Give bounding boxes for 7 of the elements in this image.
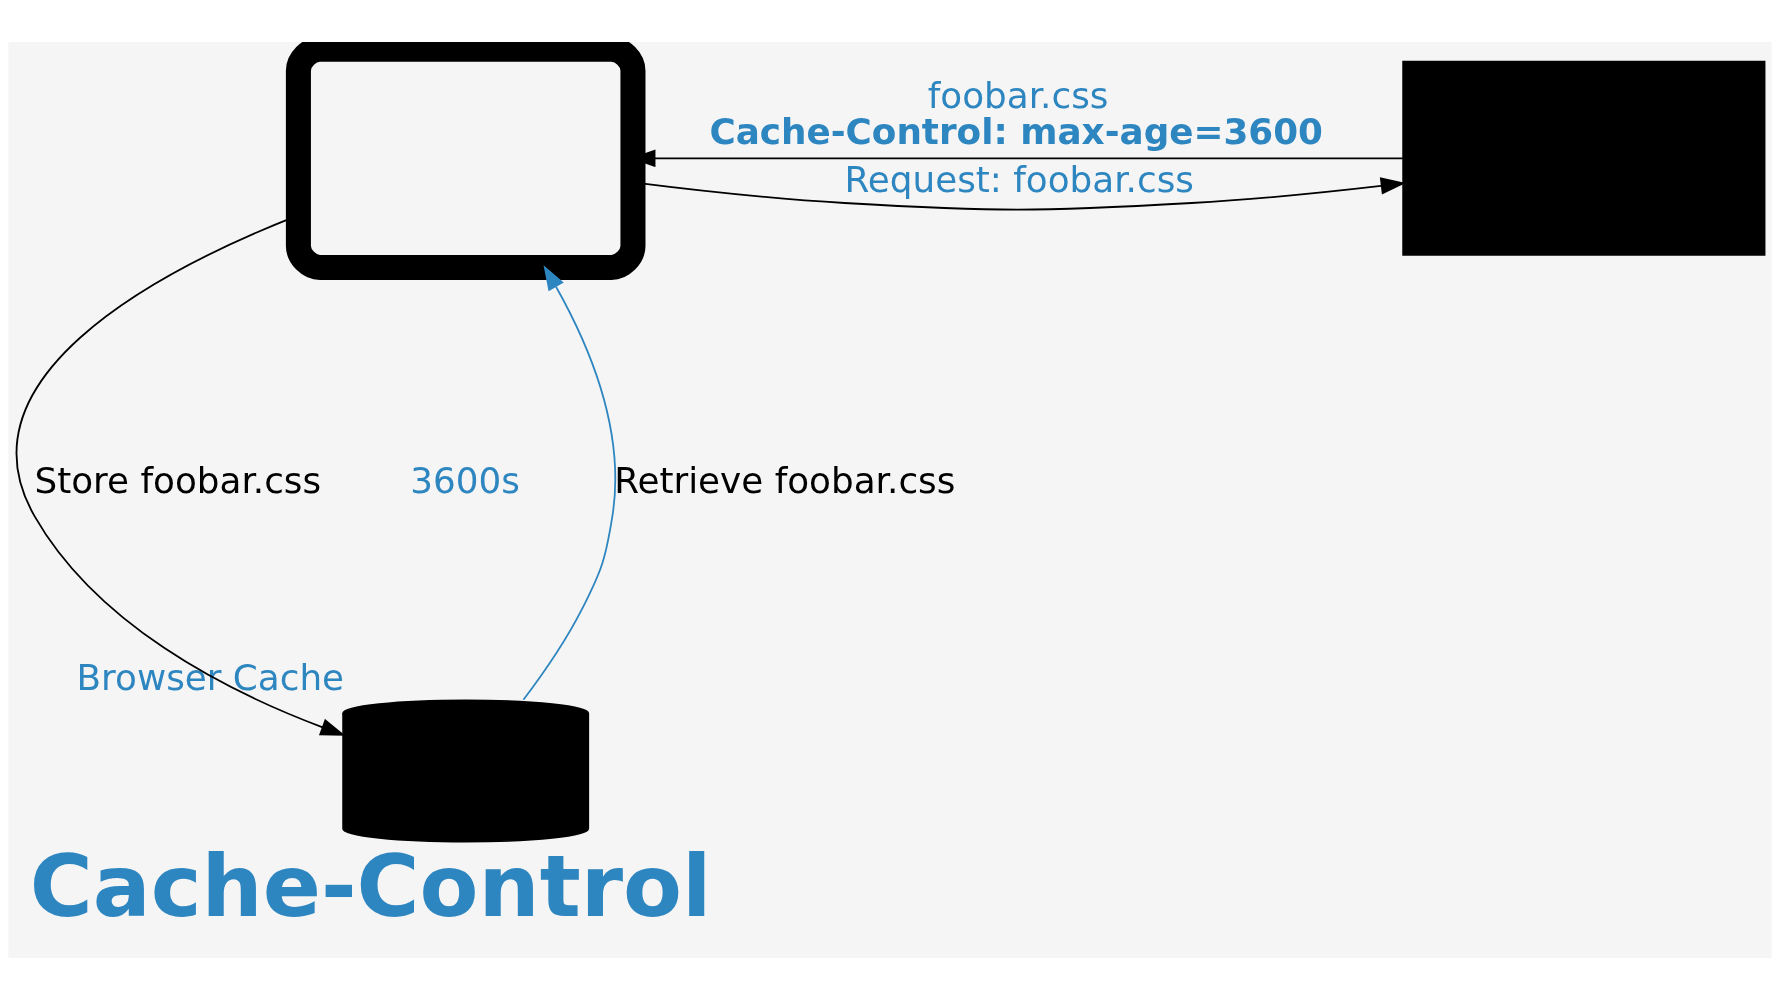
edge-label: Retrieve foobar.css	[614, 459, 956, 501]
label: 3600s	[410, 459, 520, 501]
node-label: Browser Cache	[76, 656, 345, 698]
edge-label: foobar.css Cache-Control: max-age=3600	[709, 75, 1324, 152]
edge-label: Store foobar.css	[34, 459, 322, 501]
diagram-title: Cache-Control	[29, 835, 712, 936]
edge-label: Request: foobar.css	[844, 159, 1194, 201]
